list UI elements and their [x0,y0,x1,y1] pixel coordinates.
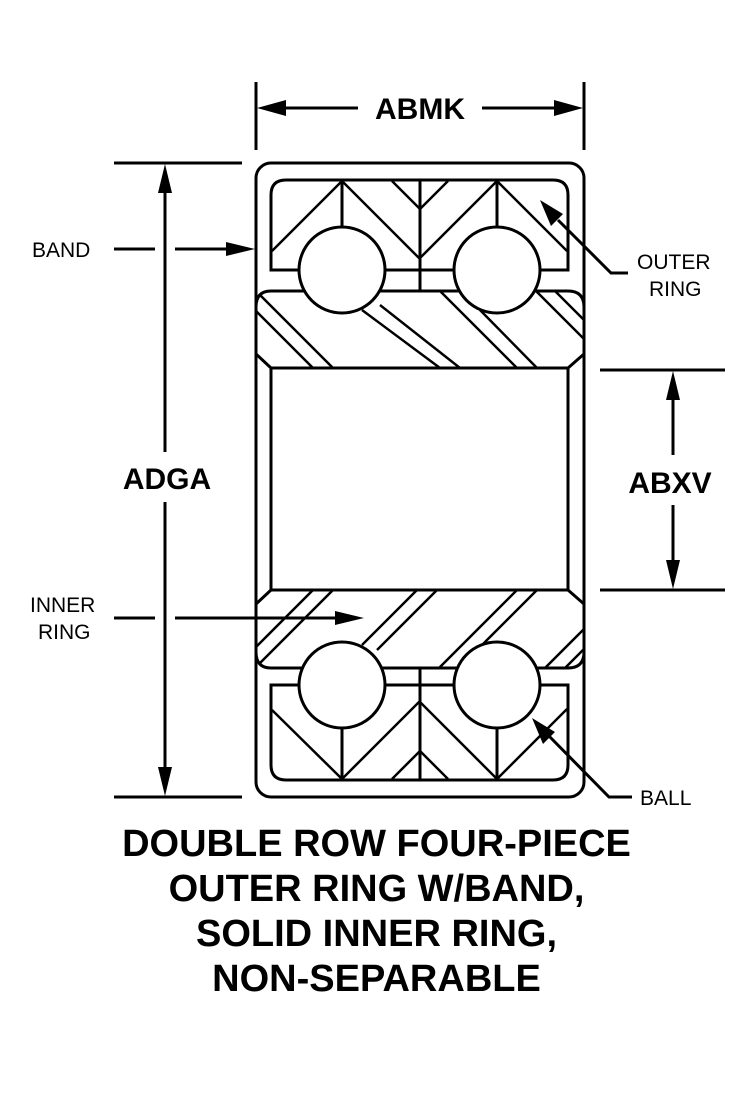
dimension-abxv: ABXV [600,368,725,592]
callout-inner-ring-arrowhead [335,611,364,625]
dimension-adga: ADGA [114,161,242,799]
callout-ball: BALL [532,718,691,810]
caption-line-2: OUTER RING W/BAND, [168,868,585,910]
outer-ring-bottom [269,668,570,782]
arrowhead-top [158,164,172,193]
caption-line-4: NON-SEPARABLE [212,958,541,1000]
callout-inner-ring-label-line2: RING [38,621,91,644]
caption-line-1: DOUBLE ROW FOUR-PIECE [122,823,631,865]
arrowhead-bottom [158,767,172,796]
callout-outer-ring-label-line1: OUTER [637,251,711,274]
callout-inner-ring: INNER RING [30,594,364,644]
callout-outer-ring-label-line2: RING [649,278,702,301]
arrowhead-bottom [666,560,680,589]
callout-band: BAND [32,239,255,262]
inner-ring [254,289,586,670]
arrowhead-top [666,371,680,400]
arrowhead-left [257,100,286,116]
dimension-label-abmk: ABMK [375,93,465,126]
callout-outer-ring: OUTER RING [540,200,711,301]
callout-band-arrowhead [226,242,255,256]
balls [297,225,542,730]
caption-line-3: SOLID INNER RING, [195,913,558,955]
callout-outer-ring-arrowhead [540,200,563,226]
outer-ring-bottom-outline [269,683,570,782]
ball-bottom-right [452,640,542,730]
callout-inner-ring-label-line1: INNER [30,594,95,617]
callout-ball-arrowhead [532,718,555,744]
inner-ring-bore [269,366,570,592]
dimension-abmk: ABMK [254,82,586,150]
dimension-label-adga: ADGA [123,463,211,496]
outer-ring-top-outline [269,178,570,272]
outer-ring-top [269,178,570,291]
callout-band-label: BAND [32,239,90,262]
ball-top-left [297,225,387,315]
callout-ball-label: BALL [640,787,691,810]
dimension-label-abxv: ABXV [628,467,711,500]
diagram-caption: DOUBLE ROW FOUR-PIECE OUTER RING W/BAND,… [0,822,753,1002]
ball-top-right [452,225,542,315]
arrowhead-right [554,100,583,116]
inner-ring-bottom-land-outline [254,588,586,670]
ball-bottom-left [297,640,387,730]
